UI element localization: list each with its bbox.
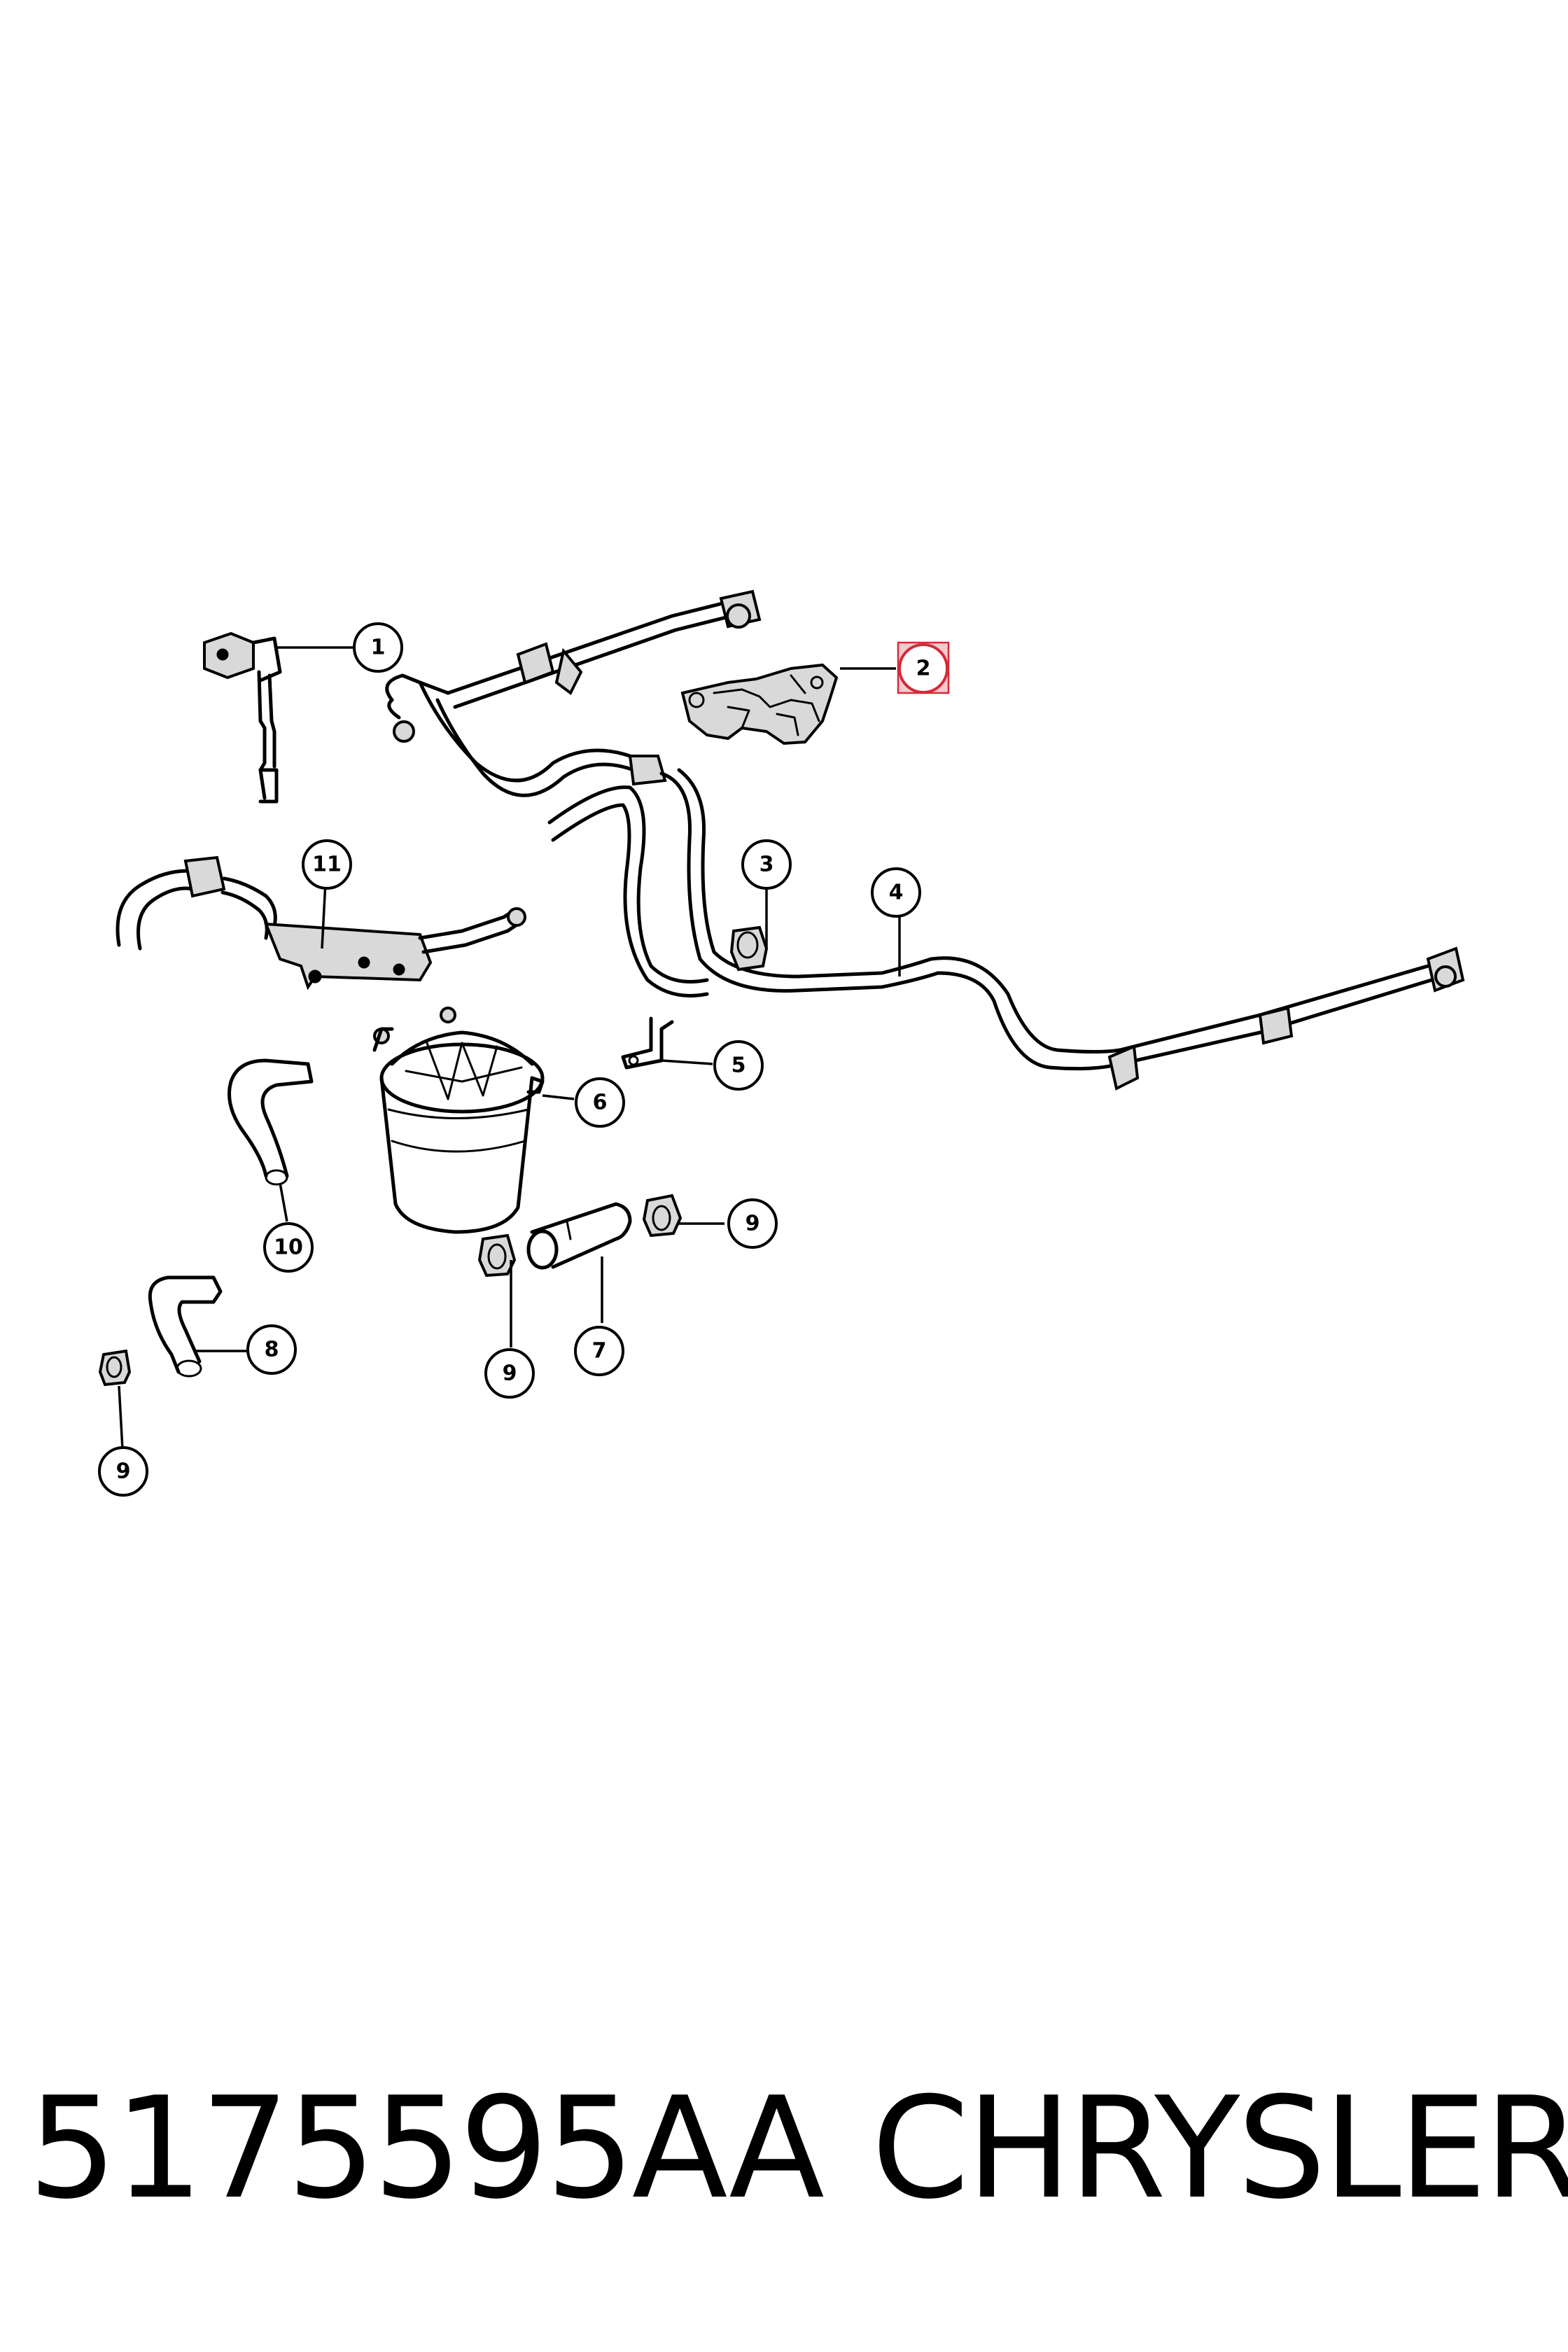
- callout-11: 11: [302, 839, 352, 890]
- callout-9-left: 9: [98, 1446, 148, 1497]
- part-7-tube: [526, 1202, 632, 1270]
- callout-6: 6: [575, 1077, 625, 1128]
- upper-fuel-rail: [385, 589, 762, 797]
- callout-3: 3: [741, 839, 792, 890]
- part-8-elbow-hose: [148, 1275, 223, 1378]
- svg-text:6: 6: [593, 1091, 608, 1115]
- callout-2: 2: [897, 641, 950, 694]
- svg-text:9: 9: [503, 1362, 517, 1386]
- part-3-clamp: [729, 925, 769, 972]
- svg-text:1: 1: [371, 636, 386, 660]
- part-2-bracket: [680, 663, 839, 746]
- svg-text:7: 7: [592, 1339, 607, 1364]
- part-10-elbow-hose: [227, 1058, 314, 1186]
- svg-text:4: 4: [889, 881, 904, 905]
- svg-text:8: 8: [265, 1338, 279, 1362]
- leader-lines: [118, 646, 901, 1450]
- part-4-hose: [547, 768, 1465, 1091]
- callout-4: 4: [871, 867, 921, 918]
- parts-diagram: 1 2 3 4 5 6 7 8 9 9 9 10: [98, 589, 1465, 1497]
- footer: 5175595AA CHRYSLER: [0, 2051, 1568, 2261]
- svg-text:11: 11: [312, 853, 342, 877]
- part-9-clamp-a: [98, 1349, 132, 1387]
- svg-text:5: 5: [732, 1054, 746, 1078]
- svg-text:3: 3: [760, 853, 774, 877]
- callout-9-right: 9: [727, 1198, 778, 1249]
- part-9-clamp-b: [477, 1233, 517, 1278]
- callout-1: 1: [353, 622, 403, 673]
- svg-text:2: 2: [916, 657, 931, 681]
- svg-text:9: 9: [116, 1460, 131, 1484]
- part-1-sensor: [203, 631, 282, 804]
- callout-10: 10: [263, 1222, 314, 1273]
- callout-7: 7: [574, 1326, 624, 1376]
- part-number: 5175595AA: [28, 2067, 825, 2230]
- callout-8: 8: [246, 1324, 297, 1375]
- svg-text:9: 9: [746, 1212, 760, 1236]
- brand-name: CHRYSLER: [872, 2067, 1568, 2230]
- svg-text:10: 10: [274, 1236, 303, 1260]
- part-9-clamp-c: [642, 1194, 682, 1238]
- callout-5: 5: [713, 1040, 764, 1091]
- callout-9-middle: 9: [484, 1348, 535, 1399]
- part-11-hose-bracket: [115, 855, 526, 990]
- part-5-bracket: [621, 1016, 674, 1070]
- part-6-filter: [372, 1007, 545, 1234]
